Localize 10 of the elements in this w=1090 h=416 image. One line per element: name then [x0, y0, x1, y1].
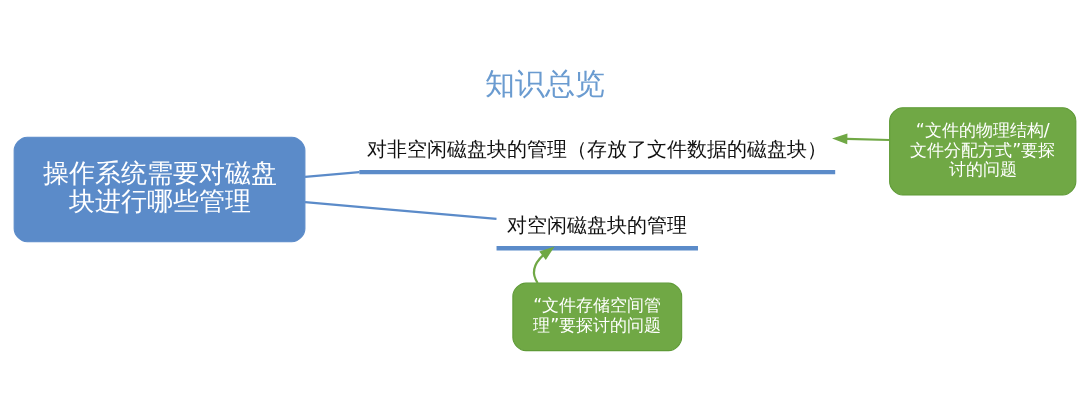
- connector: [304, 171, 360, 178]
- node-box: “文件的物理结构/文件分配方式”要探讨的问题: [889, 107, 1077, 196]
- node-box: 操作系统需要对磁盘块进行哪些管理: [13, 136, 306, 243]
- connector: [304, 201, 497, 220]
- node-text: 对非空闲磁盘块的管理（存放了文件数据的磁盘块）: [367, 138, 828, 162]
- arrow: [532, 246, 555, 284]
- diagram-title: 知识总览: [485, 66, 605, 102]
- node-box: “文件存储空间管理”要探讨的问题: [512, 282, 683, 352]
- node-text: 对空闲磁盘块的管理: [507, 214, 688, 238]
- arrow: [832, 133, 890, 145]
